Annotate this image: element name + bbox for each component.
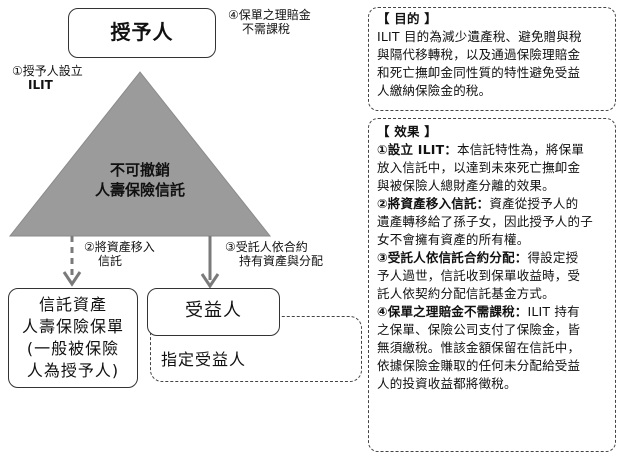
effect-4-line-3: 無須繳稅。惟該金額保留在信託中， bbox=[377, 340, 581, 355]
purpose-title: 【 目的 】 bbox=[377, 11, 437, 26]
effect-4-head: ④保單之理賠金不需課稅： bbox=[377, 304, 528, 319]
grantor-label: 授予人 bbox=[110, 20, 174, 44]
effect-3-line-3: 託人依契約分配信託基金方式。 bbox=[377, 286, 555, 301]
effect-2-line-3: 女不會擁有資產的所有權。 bbox=[377, 232, 530, 247]
effect-2-head: ②將資產移入信託： bbox=[377, 196, 490, 211]
purpose-line-3: 和死亡撫卹金同性質的特性避免受益 bbox=[377, 65, 581, 80]
trust-assets-line2: 人壽保險保單 bbox=[21, 317, 124, 336]
trust-label-line1: 不可撤銷 bbox=[109, 161, 170, 179]
effect-2-line-1: 資產從授予人的 bbox=[489, 196, 579, 211]
step2-line2: 信託 bbox=[98, 254, 123, 268]
arrow-to-beneficiary-head bbox=[200, 273, 220, 289]
purpose-line-2: 與隔代移轉稅，以及通過保險理賠金 bbox=[377, 47, 581, 62]
effect-4-line-4: 依據保險金賺取的任何未分配給受益 bbox=[377, 358, 581, 373]
trust-assets-box: 信託資產 人壽保險保單 (一般被保險 人為授予人) bbox=[8, 288, 138, 388]
effect-item-3: ③受託人依信託合約分配：得設定授 予人過世，信託收到保單收益時，受 託人依契約分… bbox=[377, 249, 607, 303]
effect-2-line-2: 遺產轉移給了孫子女，因此授予人的子 bbox=[377, 214, 593, 229]
step4-line1: ④保單之理賠金 bbox=[228, 8, 311, 22]
trust-assets-line1: 信託資產 bbox=[38, 295, 107, 314]
trust-triangle bbox=[8, 71, 272, 237]
effect-item-2: ②將資產移入信託：資產從授予人的 遺產轉移給了孫子女，因此授予人的子 女不會擁有… bbox=[377, 195, 607, 249]
effect-3-line-2: 予人過世，信託收到保單收益時，受 bbox=[377, 268, 581, 283]
purpose-line-1: ILIT 目的為減少遺產稅、避免贈與稅 bbox=[377, 29, 582, 44]
effect-4-line-1: ILIT 持有 bbox=[527, 304, 580, 319]
effect-1-line-3: 與被保險人總財產分離的效果。 bbox=[377, 178, 555, 193]
step4-note: ④保單之理賠金 不需課稅 bbox=[228, 8, 348, 36]
effect-3-line-1: 得設定授 bbox=[527, 250, 579, 265]
step1-line2: ILIT bbox=[28, 78, 53, 92]
step1-note: ①授予人設立 ILIT bbox=[12, 64, 122, 92]
trust-assets-text: 信託資產 人壽保險保單 (一般被保險 人為授予人) bbox=[9, 289, 137, 382]
arrow-to-trust-assets-head bbox=[62, 271, 82, 287]
trust-assets-line3: (一般被保險 bbox=[26, 339, 120, 358]
beneficiary-label: 受益人 bbox=[185, 300, 242, 321]
step3-line1: ③受託人依合約 bbox=[225, 240, 308, 254]
effects-title: 【 效果 】 bbox=[377, 124, 437, 139]
step2-line1: ②將資產移入 bbox=[84, 240, 155, 254]
effect-1-head: ①設立 ILIT： bbox=[377, 142, 458, 157]
step3-note: ③受託人依合約 持有資產與分配 bbox=[225, 240, 355, 268]
effect-3-head: ③受託人依信託合約分配： bbox=[377, 250, 528, 265]
purpose-panel: 【 目的 】 ILIT 目的為減少遺產稅、避免贈與稅 與隔代移轉稅，以及通過保險… bbox=[368, 7, 616, 111]
trust-label: 不可撤銷 人壽保險信託 bbox=[60, 160, 220, 200]
ilit-diagram-shapes bbox=[8, 71, 272, 289]
effect-item-4: ④保單之理賠金不需課稅：ILIT 持有 之保單、保險公司支付了保險金，皆 無須繳… bbox=[377, 303, 607, 393]
effect-4-line-5: 人的投資收益都將徵稅。 bbox=[377, 376, 517, 391]
step3-line2: 持有資產與分配 bbox=[239, 254, 324, 268]
effect-item-1: ①設立 ILIT：本信託特性為，將保單 放入信託中，以達到未來死亡撫卹金 與被保… bbox=[377, 141, 607, 195]
step2-note: ②將資產移入 信託 bbox=[84, 240, 184, 268]
designated-beneficiary-label: 指定受益人 bbox=[161, 350, 247, 369]
effect-1-line-1: 本信託特性為，將保單 bbox=[457, 142, 585, 157]
trust-assets-line4: 人為授予人) bbox=[26, 361, 120, 380]
effects-panel: 【 效果 】 ①設立 ILIT：本信託特性為，將保單 放入信託中，以達到未來死亡… bbox=[368, 118, 616, 452]
effect-1-line-2: 放入信託中，以達到未來死亡撫卹金 bbox=[377, 160, 581, 175]
purpose-line-4: 人繳納保險金的稅。 bbox=[377, 83, 492, 98]
grantor-box: 授予人 bbox=[68, 8, 216, 58]
step4-line2: 不需課稅 bbox=[242, 22, 291, 36]
trust-label-line2: 人壽保險信託 bbox=[94, 181, 185, 199]
effect-4-line-2: 之保單、保險公司支付了保險金，皆 bbox=[377, 322, 581, 337]
beneficiary-box: 受益人 bbox=[147, 288, 280, 336]
step1-line1: ①授予人設立 bbox=[12, 64, 83, 78]
